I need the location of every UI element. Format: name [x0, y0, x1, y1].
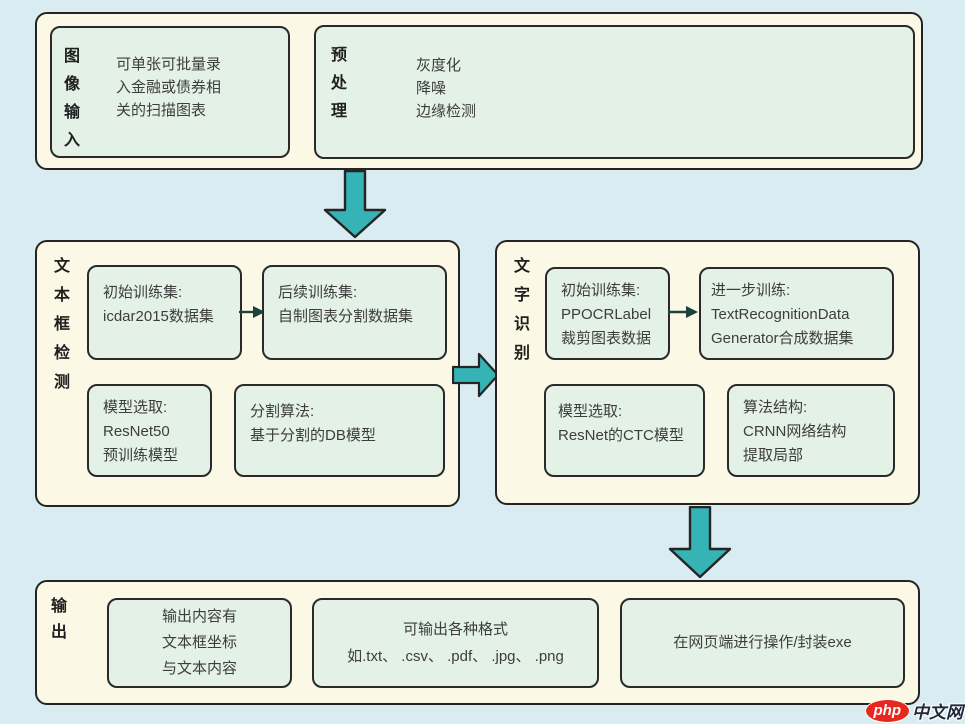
connector-arrow-icon: [239, 306, 265, 318]
php-logo-badge: php: [864, 698, 910, 723]
panel-text-recognition: 文字识别 初始训练集: PPOCRLabel 裁剪图表数据 进一步训练: Tex…: [495, 240, 920, 505]
node-detection-model: 模型选取: ResNet50 预训练模型: [87, 384, 212, 477]
node-output-formats: 可输出各种格式 如.txt、 .csv、 .pdf、 .jpg、 .png: [312, 598, 599, 688]
node-recognition-model: 模型选取: ResNet的CTC模型: [544, 384, 705, 477]
arrow-down-to-output-icon: [668, 506, 732, 579]
preprocess-step: 边缘检测: [416, 103, 477, 120]
node-preprocess: 预处理 灰度化 降噪 边缘检测: [314, 25, 915, 159]
panel-input-preprocess: 图像输入 可单张可批量录 入金融或债券相 关的扫描图表 预处理 灰度化 降噪 边…: [35, 12, 923, 170]
node-output-content: 输出内容有 文本框坐标 与文本内容: [107, 598, 292, 688]
node-image-input: 图像输入 可单张可批量录 入金融或债券相 关的扫描图表: [50, 26, 290, 158]
arrow-down-to-detection-icon: [323, 170, 387, 239]
node-detection-initial-trainset: 初始训练集: icdar2015数据集: [87, 265, 242, 360]
image-input-label: 图像输入: [64, 48, 81, 149]
connector-arrow-icon: [668, 306, 698, 318]
preprocess-step: 降噪: [416, 80, 447, 97]
node-detection-algorithm: 分割算法: 基于分割的DB模型: [234, 384, 445, 477]
node-output-deploy: 在网页端进行操作/封装exe: [620, 598, 905, 688]
recognition-label: 文字识别: [514, 258, 531, 362]
output-label: 输出: [51, 598, 68, 641]
php-logo-text: 中文网: [912, 703, 963, 722]
image-input-description: 可单张可批量录 入金融或债券相 关的扫描图表: [116, 56, 222, 119]
node-recognition-initial-trainset: 初始训练集: PPOCRLabel 裁剪图表数据: [545, 267, 670, 360]
preprocess-steps: 灰度化 降噪 边缘检测: [416, 54, 476, 123]
php-chinese-site-logo: php 中文网: [864, 698, 963, 723]
arrow-right-to-recognition-icon: [452, 352, 500, 398]
panel-textbox-detection: 文本框检测 初始训练集: icdar2015数据集 后续训练集: 自制图表分割数…: [35, 240, 460, 507]
node-recognition-further-training: 进一步训练: TextRecognitionData Generator合成数据…: [699, 267, 894, 360]
detection-label: 文本框检测: [54, 258, 71, 391]
node-recognition-structure: 算法结构: CRNN网络结构 提取局部: [727, 384, 895, 477]
panel-output: 输出 输出内容有 文本框坐标 与文本内容 可输出各种格式 如.txt、 .csv…: [35, 580, 920, 705]
preprocess-label: 预处理: [331, 47, 348, 120]
node-detection-followup-trainset: 后续训练集: 自制图表分割数据集: [262, 265, 447, 360]
preprocess-step: 灰度化: [416, 57, 462, 74]
